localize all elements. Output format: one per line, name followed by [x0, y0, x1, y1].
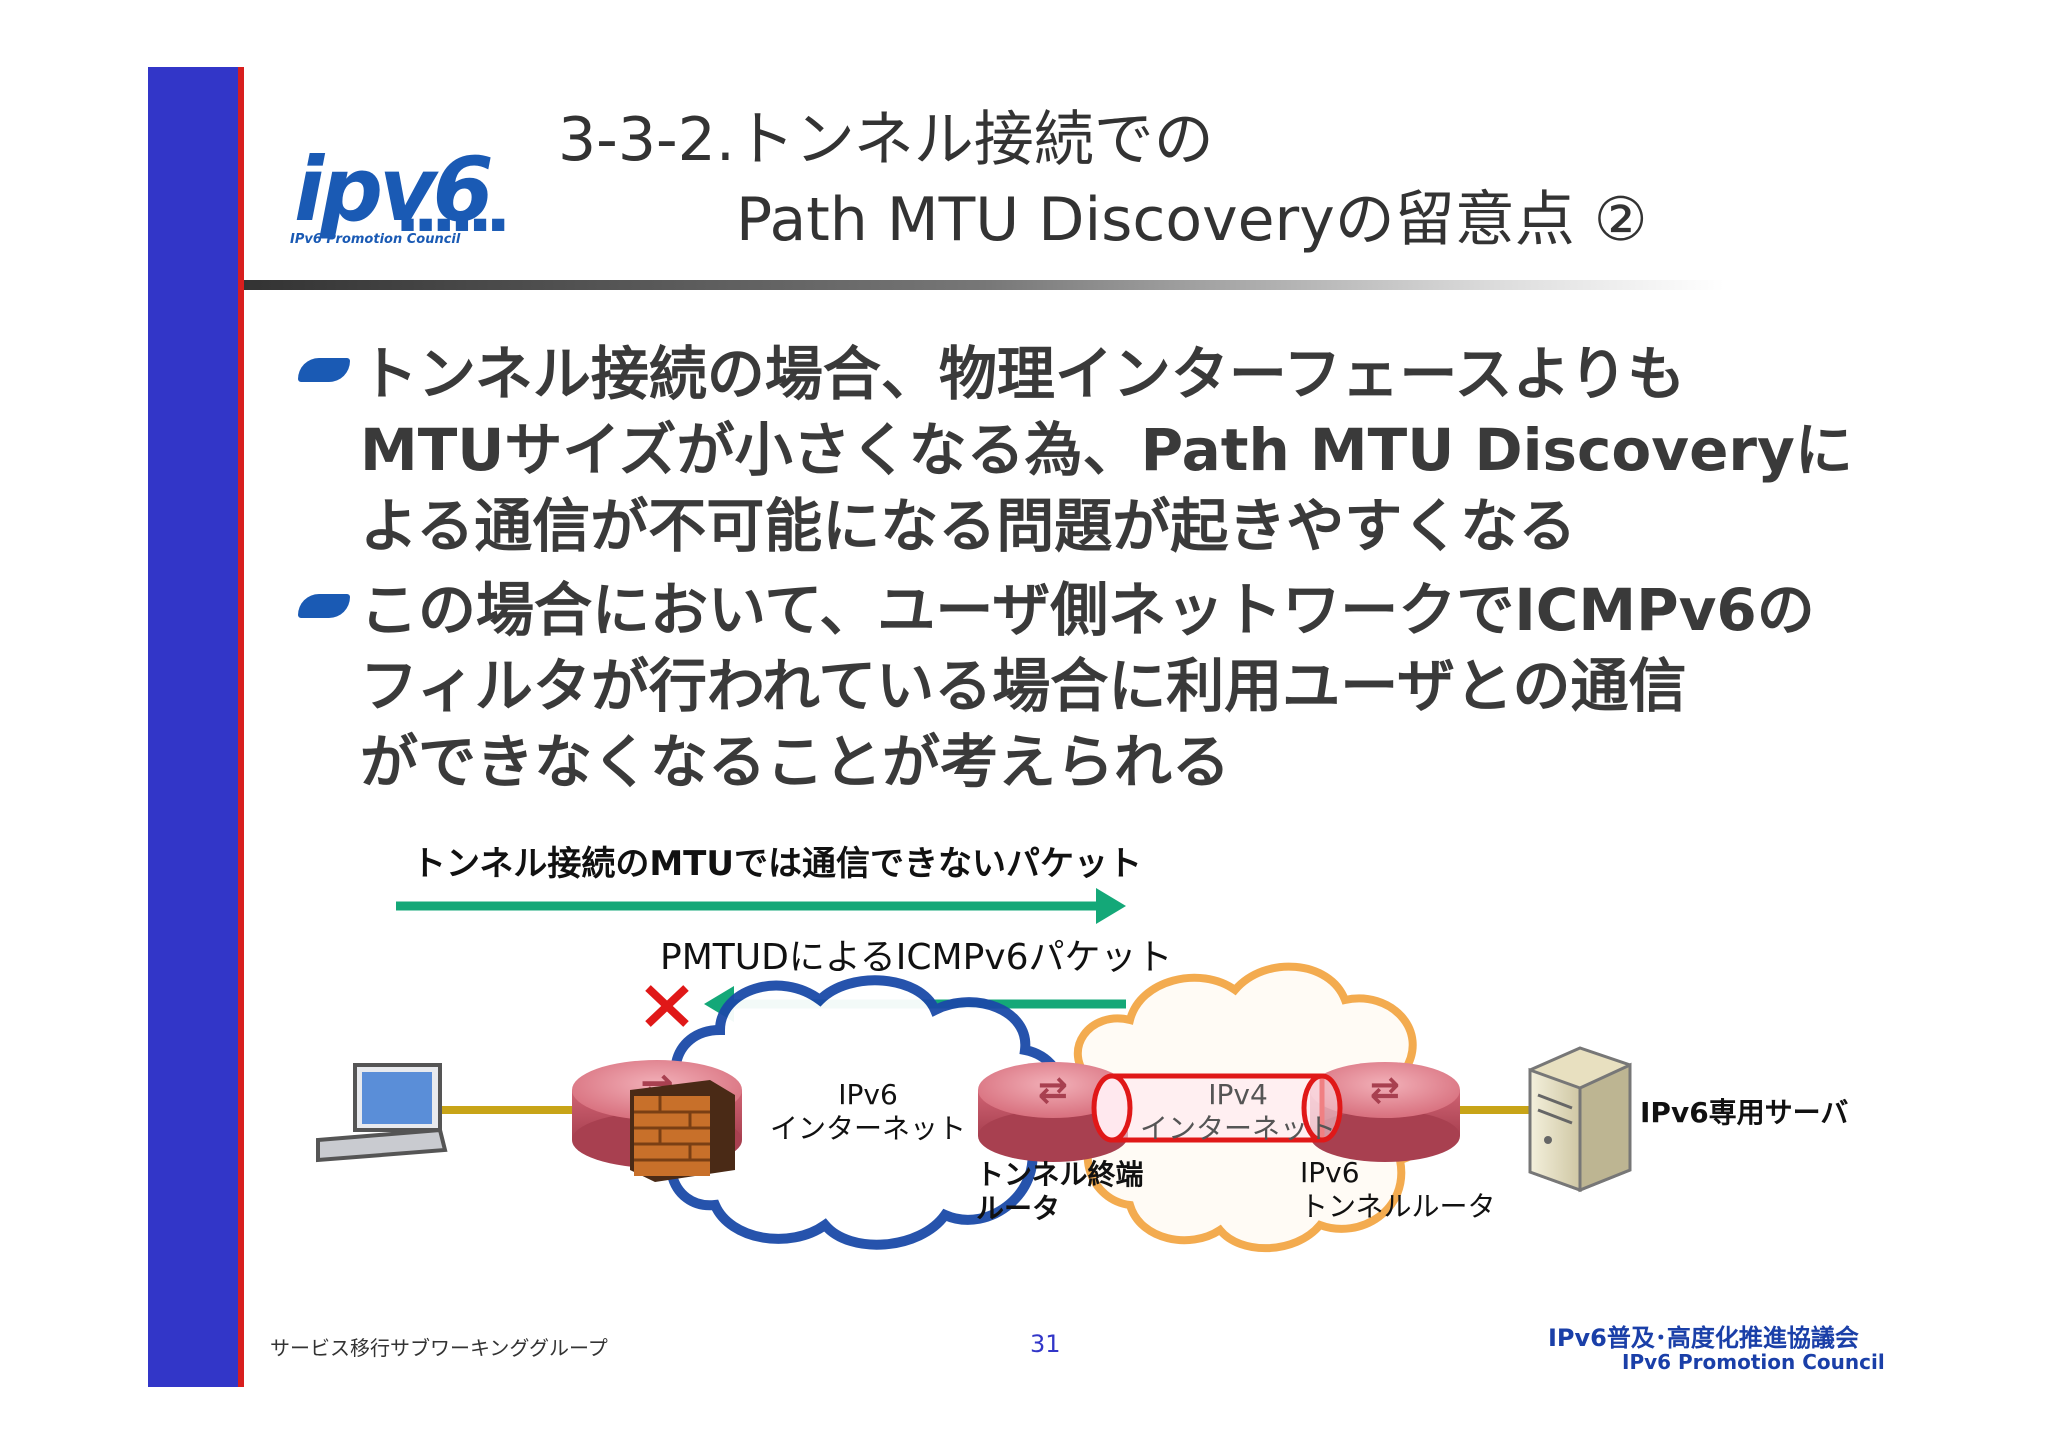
- ipv6-cloud-label: IPv6 インターネット: [770, 1078, 967, 1145]
- bullet-text-1: トンネル接続の場合、物理インターフェースよりも MTUサイズが小さくなる為、Pa…: [360, 340, 1853, 560]
- blocked-x-icon: [645, 985, 689, 1027]
- logo-tagline: IPv6 Promotion Council: [290, 232, 461, 247]
- leaf-bullet-icon: [298, 358, 350, 382]
- server-label: IPv6専用サーバ: [1640, 1096, 1849, 1129]
- logo-mark: ipv6: [294, 138, 494, 241]
- sidebar-red-stripe: [238, 67, 244, 1387]
- logo-dots: ■■■■■■: [400, 214, 509, 233]
- firewall-brick-icon: [630, 1080, 735, 1182]
- footer-group-name: サービス移行サブワーキンググループ: [270, 1336, 608, 1360]
- laptop-icon: [316, 1063, 448, 1163]
- ipv6-tunnel-router-icon: ⇄: [1310, 1062, 1460, 1162]
- ipv6-tunnel-router-label: IPv6 トンネルルータ: [1300, 1156, 1496, 1223]
- pmtud-arrow-label: PMTUDによるICMPv6パケット: [660, 937, 1173, 978]
- packet-arrow-label: トンネル接続のMTUでは通信できないパケット: [412, 844, 1142, 884]
- ipv4-cloud-label: IPv4 インターネット: [1140, 1078, 1337, 1145]
- leaf-bullet-icon: [298, 594, 350, 618]
- page-number: 31: [1030, 1330, 1061, 1358]
- title-divider: [244, 280, 1724, 290]
- svg-text:⇄: ⇄: [1370, 1070, 1400, 1111]
- tunnel-end-router-label: トンネル終端 ルータ: [976, 1158, 1144, 1225]
- forward-packet-arrow: [396, 888, 1126, 924]
- slide-title-line1: 3-3-2.トンネル接続での: [558, 105, 1214, 175]
- svg-text:⇄: ⇄: [1038, 1070, 1068, 1111]
- slide-title-line2: Path MTU Discoveryの留意点 ②: [736, 185, 1648, 255]
- bullet-text-2: この場合において、ユーザ側ネットワークでICMPv6の フィルタが行われている場…: [360, 576, 1815, 796]
- server-icon: [1528, 1046, 1632, 1193]
- footer-org-ja: IPv6普及･高度化推進協議会: [1548, 1324, 1859, 1352]
- left-sidebar-bar: [148, 67, 238, 1387]
- ipv6-logo: ipv6 ■■■■■■ IPv6 Promotion Council: [270, 140, 530, 255]
- footer-org-en: IPv6 Promotion Council: [1622, 1350, 1885, 1374]
- ipv4-tunnel-tube: [1091, 1073, 1343, 1143]
